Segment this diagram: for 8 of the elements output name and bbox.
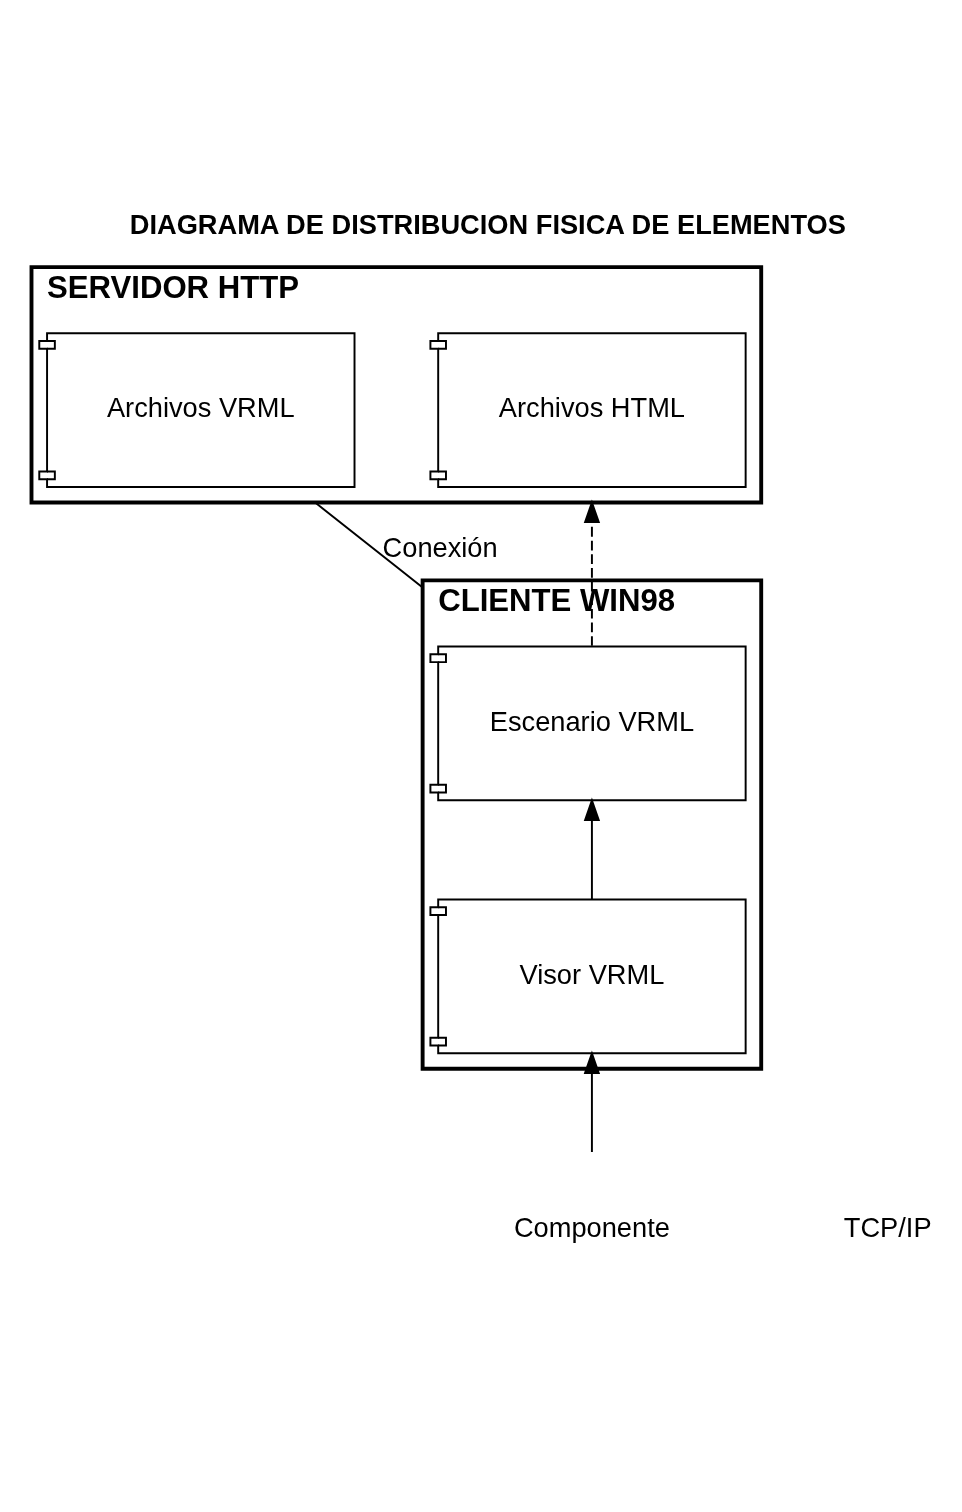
arrow <box>583 797 601 900</box>
label: TCP/IP <box>843 1211 932 1243</box>
arrow <box>583 499 601 647</box>
arrow <box>583 1050 601 1153</box>
connector <box>314 501 424 589</box>
node-text: Componente <box>513 1211 670 1243</box>
diagram-title: DIAGRAMA DE DISTRIBUCION FISICA DE ELEMENTOS <box>129 208 846 240</box>
edge-label: Conexión <box>382 531 498 563</box>
